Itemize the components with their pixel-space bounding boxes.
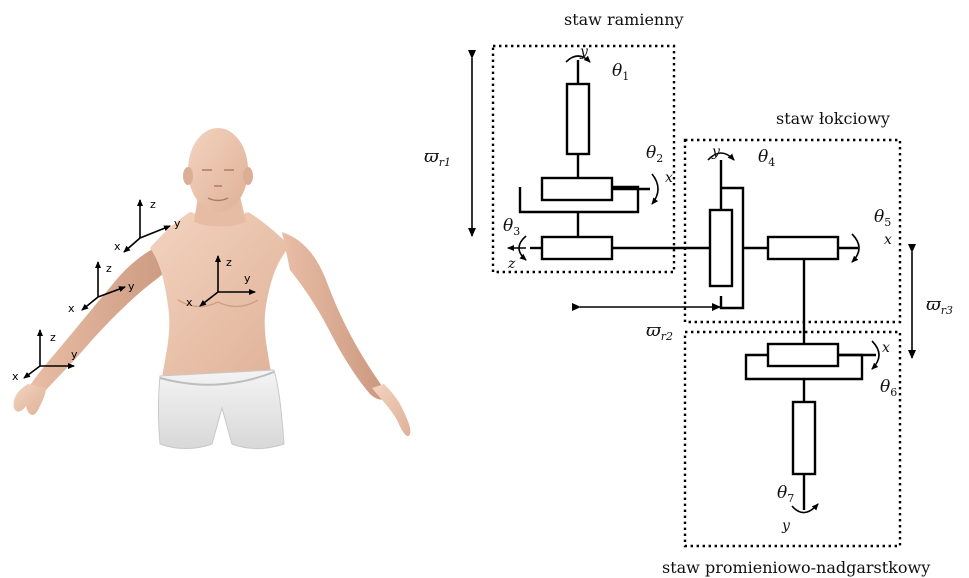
frame-label-y: y — [174, 217, 181, 230]
left-hand-shape — [13, 384, 46, 415]
body-frame-wrist: z y x — [12, 329, 78, 383]
shoulder-joint-label: staw ramienny — [564, 10, 684, 29]
elbow-joint-region — [683, 138, 902, 324]
shoulder-mechanism — [507, 55, 711, 261]
axis-x-theta2: x — [665, 170, 673, 186]
frame-label-y: y — [244, 272, 251, 285]
theta1-label: θ1 — [612, 61, 629, 83]
frame-label-z: z — [106, 262, 112, 275]
theta3-label: θ3 — [503, 216, 520, 238]
frame-label-y: y — [128, 280, 135, 293]
shoulder-joint-region — [491, 44, 676, 274]
rotation-arrow-theta1 — [565, 55, 591, 63]
axis-x-theta5: x — [884, 232, 892, 248]
frame-label-x: x — [68, 302, 75, 315]
elbow-joint-label: staw łokciowy — [776, 109, 890, 128]
axis-x-theta6: x — [882, 340, 890, 356]
frame-label-z: z — [226, 256, 232, 269]
axis-z-theta3: z — [507, 256, 516, 272]
body-frame-upper-arm: z y x — [114, 198, 181, 253]
revolute-joint-theta3 — [540, 235, 614, 261]
frame-label-z: z — [150, 198, 156, 211]
theta4-label: θ4 — [758, 147, 775, 169]
length-labels: ϖr1 ϖr2 ϖr3 — [424, 146, 953, 343]
torso-shape — [150, 212, 290, 378]
right-ear — [243, 167, 253, 185]
wrist-joint-label: staw promieniowo-nadgarstkowy — [662, 558, 930, 577]
head-shape — [188, 128, 248, 212]
axis-letter-labels: y x z y x x y — [507, 44, 892, 534]
frame-label-z: z — [50, 331, 56, 344]
chest-shading — [177, 299, 259, 308]
theta-labels: θ1 θ2 θ3 θ4 θ5 θ6 θ7 — [503, 61, 897, 505]
waistband — [159, 371, 275, 386]
shorts-shape — [158, 369, 285, 449]
frame-label-x: x — [186, 296, 193, 309]
length-r1-label: ϖr1 — [424, 146, 451, 169]
axis-y-theta1: y — [579, 44, 589, 60]
theta6-label: θ6 — [880, 377, 897, 399]
frame-label-y: y — [71, 348, 78, 361]
face-features — [202, 169, 234, 202]
wrist-joint-region — [683, 330, 902, 548]
rotation-arrow-theta2 — [651, 173, 659, 205]
frame-label-x: x — [114, 240, 121, 253]
link-segment-hand — [791, 400, 817, 476]
body-frame-elbow: z y x — [68, 261, 135, 315]
axis-y-theta4: y — [711, 144, 721, 160]
axis-y-theta7: y — [781, 518, 791, 534]
link-segment — [565, 82, 591, 156]
rotation-arrow-theta7 — [791, 503, 819, 514]
left-ear — [183, 167, 193, 185]
length-r2-label: ϖr2 — [646, 320, 673, 343]
revolute-joint-theta6 — [766, 342, 840, 368]
revolute-joint-theta2 — [540, 176, 614, 202]
right-arm-shape — [282, 232, 388, 400]
theta2-label: θ2 — [646, 143, 663, 165]
rotation-arrow-theta4 — [707, 152, 735, 161]
length-r3-label: ϖr3 — [926, 294, 953, 317]
revolute-joint-theta4 — [708, 208, 734, 288]
right-hand-shape — [372, 384, 411, 437]
rotation-arrow-theta6 — [871, 340, 880, 370]
body-frame-chest: z y x — [186, 255, 256, 309]
theta7-label: θ7 — [777, 483, 794, 505]
elbow-mechanism — [707, 152, 860, 344]
left-arm-shape — [28, 238, 180, 395]
human-body-model — [13, 128, 411, 449]
frame-label-x: x — [12, 370, 19, 383]
rotation-arrow-theta5 — [851, 233, 860, 263]
wrist-mechanism — [744, 340, 880, 514]
theta5-label: θ5 — [874, 207, 891, 229]
revolute-joint-theta5 — [766, 235, 840, 261]
